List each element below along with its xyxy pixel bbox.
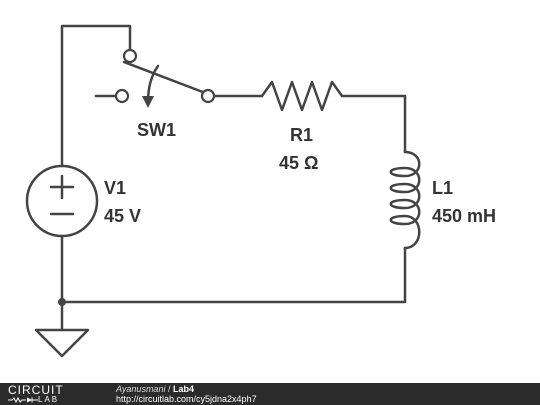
wire-resistor-to-inductor xyxy=(340,94,407,154)
switch-terminal-left xyxy=(114,88,130,104)
switch-terminal-right xyxy=(200,88,216,104)
circuit-meta: Ayanusmani / Lab4 http://circuitlab.com/… xyxy=(116,384,257,404)
wire-left-top xyxy=(60,24,132,168)
inductor-l1 xyxy=(389,150,421,250)
inductor-name: L1 xyxy=(432,178,453,198)
logo-wordmark-top: CIRCUIT xyxy=(8,383,64,397)
meta-separator: / xyxy=(165,384,173,394)
junction-dot xyxy=(58,298,66,306)
inductor-coil xyxy=(389,150,421,250)
project-link[interactable]: Lab4 xyxy=(172,384,194,394)
logo-diode-icon xyxy=(8,397,38,403)
switch-label: SW1 xyxy=(137,120,176,140)
source-name: V1 xyxy=(104,178,126,198)
switch-terminal-top xyxy=(122,48,138,64)
logo-wordmark-bottom: LAB xyxy=(38,395,60,404)
source-circle xyxy=(25,164,99,238)
switch-blade xyxy=(122,60,210,96)
switch-sw1 xyxy=(114,48,216,108)
switch-arrow-head xyxy=(142,96,154,108)
author-link[interactable]: Ayanusmani xyxy=(116,384,166,394)
footer-bar: CIRCUIT LAB Ayanusmani / Lab4 http://cir… xyxy=(0,383,540,405)
resistor-value: 45 Ω xyxy=(279,153,318,173)
resistor-name: R1 xyxy=(290,125,313,145)
circuit-schematic: SW1 R1 45 Ω L1 450 mH V1 45 V xyxy=(25,24,496,358)
voltage-source-v1 xyxy=(25,164,99,238)
source-value: 45 V xyxy=(104,206,141,226)
source-plus-sign xyxy=(49,174,75,200)
ground-icon xyxy=(34,328,90,358)
wire-inductor-to-ground xyxy=(60,246,407,304)
inductor-value: 450 mH xyxy=(432,206,496,226)
circuit-url-link[interactable]: http://circuitlab.com/cy5jdna2x4ph7 xyxy=(116,394,257,404)
circuitlab-logo: CIRCUIT LAB xyxy=(8,384,94,404)
resistor-r1 xyxy=(260,80,344,112)
